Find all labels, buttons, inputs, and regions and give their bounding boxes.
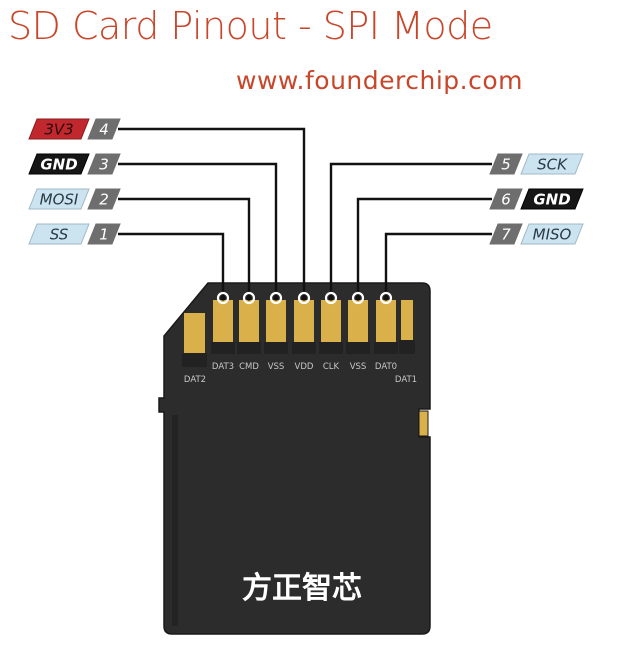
wire-junction [324, 291, 338, 305]
contact-recess-6 [346, 342, 370, 354]
tag-shape [520, 223, 584, 245]
contact-pad-6 [348, 300, 368, 342]
tag-pin-number-right: 7 [501, 226, 511, 244]
tag-pin-number-left: 3 [99, 156, 109, 174]
tag-shape [87, 223, 121, 245]
tag-signal-left: SS [50, 226, 69, 244]
tag-shape [489, 188, 523, 210]
tag-signal-right: GND [533, 191, 570, 209]
contact-pad-dat1 [401, 300, 413, 340]
contact-pads [211, 300, 398, 354]
tag-signal-right: MISO [533, 226, 572, 244]
contact-label: VSS [268, 362, 285, 372]
tag-shape [87, 188, 121, 210]
tag-pin-number-left: 4 [99, 121, 109, 139]
tag-shape [87, 153, 121, 175]
tag-pin-number-right: 6 [501, 191, 511, 209]
contact-label: DAT3 [212, 362, 234, 372]
wire [118, 127, 306, 298]
tag-shape [28, 188, 90, 210]
wire [384, 232, 492, 298]
wire-junction-dot [273, 295, 279, 301]
wire [118, 197, 251, 298]
contact-recess-4 [292, 342, 316, 354]
wire-junction-dot [383, 295, 389, 301]
card-logo-text: 方正智芯 [242, 571, 362, 606]
wire-junction-dot [246, 295, 252, 301]
contact-label: CLK [323, 362, 340, 372]
contact-recess-dat1 [399, 340, 415, 354]
contact-label-dat2: DAT2 [184, 375, 206, 385]
contact-pad-2 [239, 300, 259, 342]
tag-shape [520, 188, 584, 210]
tag-shape [489, 153, 523, 175]
page-title: SD Card Pinout - SPI Mode [8, 4, 493, 48]
contact-label: VDD [295, 362, 314, 372]
contact-pad-7 [376, 300, 396, 342]
tag-shape [520, 153, 584, 175]
wire [118, 162, 278, 298]
wire-junction [242, 291, 256, 305]
tag-shape [28, 118, 90, 140]
contact-recess-dat2 [182, 353, 207, 367]
tag-shape [28, 153, 90, 175]
wire-junction [297, 291, 311, 305]
tag-shape [28, 223, 90, 245]
contact-recess-2 [237, 342, 261, 354]
contact-label: CMD [239, 362, 259, 372]
sd-card-edge-shade [172, 415, 178, 626]
contact-label: DAT0 [375, 362, 397, 372]
contact-recess-5 [319, 342, 343, 354]
contact-recess-1 [211, 342, 235, 354]
wire [118, 232, 225, 298]
write-protect-switch [418, 410, 429, 437]
contact-pad-dat2 [184, 313, 205, 353]
contact-recess-3 [264, 342, 288, 354]
tag-pin-number-left: 1 [99, 226, 109, 244]
sd-card-body [158, 282, 431, 635]
wire-junction-dot [355, 295, 361, 301]
tag-shape [87, 118, 121, 140]
wire-junction-dot [220, 295, 226, 301]
tag-pin-number-right: 5 [501, 156, 511, 174]
contact-pad-5 [321, 300, 341, 342]
wire [329, 162, 492, 298]
contact-recess-7 [374, 342, 398, 354]
contact-pad-3 [266, 300, 286, 342]
contact-label-dat1: DAT1 [395, 375, 417, 385]
wire-junction [216, 291, 230, 305]
wire-junction [351, 291, 365, 305]
wire-junction-dot [328, 295, 334, 301]
contact-label: VSS [350, 362, 367, 372]
wire-junction [379, 291, 393, 305]
wire [356, 197, 492, 298]
tag-signal-right: SCK [537, 156, 568, 174]
website-url: www.founderchip.com [236, 66, 524, 95]
wire-junction [269, 291, 283, 305]
contact-pad-1 [213, 300, 233, 342]
tag-signal-left: GND [40, 156, 77, 174]
tag-signal-left: 3V3 [44, 121, 73, 139]
tag-pin-number-left: 2 [99, 191, 109, 209]
tag-shape [489, 223, 523, 245]
pin-wires [118, 127, 492, 305]
tag-signal-left: MOSI [40, 191, 79, 209]
wire-junction-dot [301, 295, 307, 301]
contact-labels: DAT3 CMD VSS VDD CLK VSS DAT0 [212, 362, 397, 372]
contact-pad-4 [294, 300, 314, 342]
